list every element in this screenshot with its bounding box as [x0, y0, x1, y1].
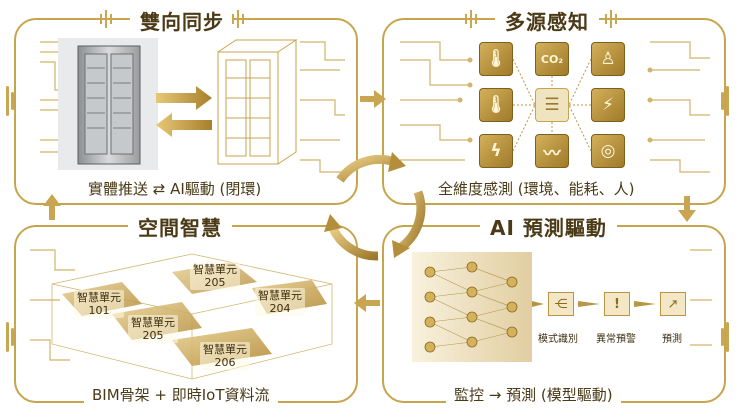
- database-icon: ☰: [535, 88, 569, 122]
- co2-icon: CO₂: [535, 42, 569, 76]
- warning-icon: !: [604, 292, 630, 316]
- title-ai-predictive: AI 預測驅動: [480, 212, 617, 241]
- wireframe-cabinet: [217, 39, 298, 165]
- electric-icon: ϟ: [479, 134, 513, 168]
- neural-network: [412, 252, 532, 362]
- title-spatial-intelligence: 空間智慧: [128, 212, 232, 241]
- caption-multisource-sensing: 全維度感測 (環境、能耗、人): [430, 178, 643, 199]
- thermometer-small-icon: 🌡: [479, 88, 513, 122]
- person-icon: ♙: [591, 42, 625, 76]
- caption-bidirectional-sync: 實體推送 ⇄ AI驅動 (閉環): [80, 178, 270, 199]
- step-label-pattern: 模式識別: [538, 334, 578, 345]
- thermometer-icon: 🌡: [479, 42, 513, 76]
- caption-spatial-intelligence: BIM骨架 + 即時IoT資料流: [84, 384, 278, 405]
- trend-up-icon: ↗: [660, 292, 686, 316]
- energy-icon: ⚡: [591, 88, 625, 122]
- sync-illustration: [58, 38, 298, 170]
- pulse-icon: 〰: [535, 134, 569, 168]
- title-equalizer-decoration: [100, 10, 617, 28]
- step-label-predict: 預測: [662, 334, 682, 345]
- caption-ai-predictive: 監控 → 預測 (模型驅動): [446, 384, 621, 405]
- sync-arrows: [156, 86, 212, 137]
- title-multisource-sensing: 多源感知: [495, 6, 599, 35]
- step-label-anomaly: 異常預警: [596, 334, 636, 345]
- flow-icon: ⋲: [548, 292, 574, 316]
- title-bidirectional-sync: 雙向同步: [130, 6, 234, 35]
- server-cabinet-photo: [58, 38, 158, 170]
- target-icon: ◎: [591, 134, 625, 168]
